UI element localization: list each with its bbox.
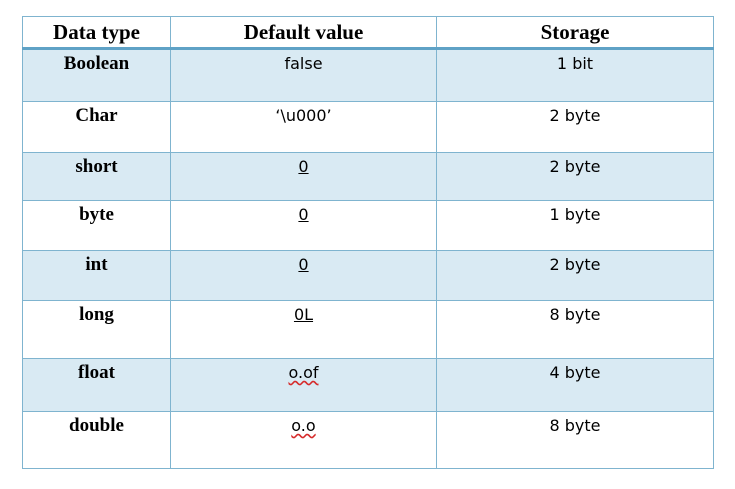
type-cell: long [22, 300, 171, 359]
storage-cell: 1 byte [436, 200, 714, 251]
table-body: Boolean false 1 bit Char ‘\u000’ 2 byte … [22, 48, 714, 469]
table-row: Boolean false 1 bit [22, 48, 714, 102]
default-cell: 0 [170, 200, 437, 251]
data-types-table: Data type Default value Storage Boolean … [22, 16, 714, 469]
table-row: int 0 2 byte [22, 250, 714, 301]
header-row: Data type Default value Storage [22, 16, 714, 50]
default-cell: o.o [170, 411, 437, 469]
table-row: Char ‘\u000’ 2 byte [22, 101, 714, 153]
header-storage: Storage [436, 16, 714, 50]
type-cell: float [22, 358, 171, 412]
default-value: 0L [293, 305, 314, 324]
default-cell: 0 [170, 152, 437, 201]
storage-cell: 8 byte [436, 300, 714, 359]
default-cell: false [170, 48, 437, 102]
default-value: 0 [298, 205, 309, 224]
storage-cell: 8 byte [436, 411, 714, 469]
default-value: o.o [291, 416, 316, 435]
storage-cell: 2 byte [436, 152, 714, 201]
default-value: 0 [298, 157, 309, 176]
table-row: short 0 2 byte [22, 152, 714, 201]
table-row: byte 0 1 byte [22, 200, 714, 251]
default-cell: ‘\u000’ [170, 101, 437, 153]
default-value: false [284, 54, 323, 73]
storage-cell: 2 byte [436, 101, 714, 153]
storage-cell: 4 byte [436, 358, 714, 412]
default-cell: 0 [170, 250, 437, 301]
storage-cell: 1 bit [436, 48, 714, 102]
table-row: long 0L 8 byte [22, 300, 714, 359]
default-cell: 0L [170, 300, 437, 359]
table-row: double o.o 8 byte [22, 411, 714, 469]
table-header: Data type Default value Storage [22, 16, 714, 50]
header-data-type: Data type [22, 16, 171, 50]
header-default-value: Default value [170, 16, 437, 50]
default-value: ‘\u000’ [275, 106, 332, 125]
type-cell: int [22, 250, 171, 301]
type-cell: Boolean [22, 48, 171, 102]
type-cell: double [22, 411, 171, 469]
default-value: 0 [298, 255, 309, 274]
storage-cell: 2 byte [436, 250, 714, 301]
default-cell: o.of [170, 358, 437, 412]
type-cell: byte [22, 200, 171, 251]
default-value: o.of [288, 363, 319, 382]
type-cell: Char [22, 101, 171, 153]
type-cell: short [22, 152, 171, 201]
table-row: float o.of 4 byte [22, 358, 714, 412]
